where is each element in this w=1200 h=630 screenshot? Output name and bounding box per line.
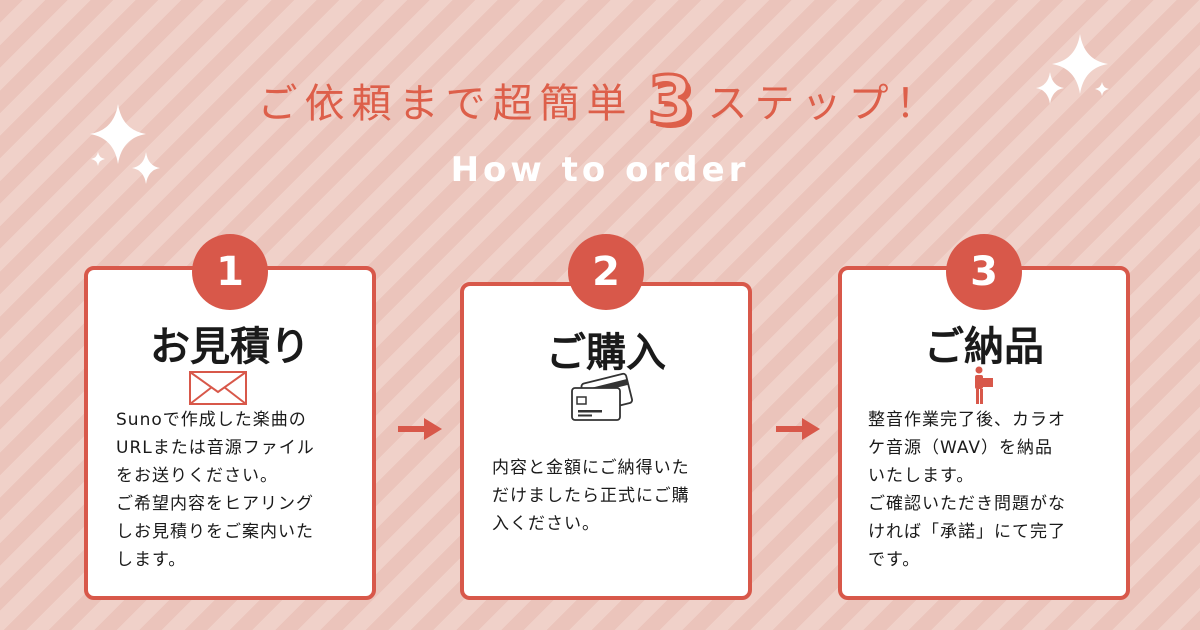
- step-2-line: 入ください。: [492, 514, 600, 534]
- step-title-2: ご購入: [546, 330, 666, 376]
- sparkle-icon-right: [1036, 34, 1109, 104]
- step-title-3: ご納品: [924, 324, 1044, 370]
- step-card-3: ご納品 整音作業完了後、カラオ ケ音源（WAV）を納品 いたします。 ご確認いた…: [838, 266, 1130, 600]
- page-title: ご依頼まで超簡単 3 ステップ！: [0, 61, 1200, 141]
- step-badge-2: 2: [568, 234, 644, 310]
- step-description-1: Sunoで作成した楽曲の URLまたは音源ファイル をお送りください。 ご希望内…: [116, 406, 315, 574]
- step-3-line: ケ音源（WAV）を納品: [868, 438, 1054, 458]
- step-card-2: ご購入 内容と金額にご納得いた だけましたら正式にご購 入ください。: [460, 282, 752, 600]
- step-3-line: ご確認いただき問題がな: [868, 494, 1066, 514]
- step-1-line: します。: [116, 550, 187, 570]
- title-step-number: 3: [646, 61, 695, 141]
- step-1-line: ご希望内容をヒアリング: [116, 494, 314, 514]
- title-after: ステップ！: [707, 81, 943, 127]
- step-3-line: です。: [868, 550, 921, 570]
- step-description-2: 内容と金額にご納得いた だけましたら正式にご購 入ください。: [492, 454, 690, 538]
- page-subtitle: How to order: [450, 150, 750, 190]
- step-badge-3: 3: [946, 234, 1022, 310]
- step-1-line: URLまたは音源ファイル: [116, 438, 315, 458]
- title-before: ご依頼まで超簡単: [257, 81, 634, 127]
- step-1-line: をお送りください。: [116, 466, 278, 486]
- step-2-line: 内容と金額にご納得いた: [492, 458, 690, 478]
- step-2-line: だけましたら正式にご購: [492, 486, 690, 506]
- step-badge-1: 1: [192, 234, 268, 310]
- step-description-3: 整音作業完了後、カラオ ケ音源（WAV）を納品 いたします。 ご確認いただき問題…: [868, 406, 1066, 574]
- step-1-line: Sunoで作成した楽曲の: [116, 410, 307, 430]
- step-3-line: ければ「承諾」にて完了: [868, 522, 1066, 542]
- credit-card-icon: [571, 372, 633, 421]
- arrow-right-icon: [398, 418, 442, 440]
- sparkle-icon-left: [90, 104, 160, 184]
- step-3-line: 整音作業完了後、カラオ: [868, 410, 1066, 430]
- step-title-1: お見積り: [150, 324, 310, 370]
- envelope-icon: [189, 371, 247, 405]
- step-card-1: お見積り Sunoで作成した楽曲の URLまたは音源ファイル をお送りください。…: [84, 266, 376, 600]
- step-3-line: いたします。: [868, 466, 975, 486]
- arrow-right-icon: [776, 418, 820, 440]
- step-1-line: しお見積りをご案内いた: [116, 522, 314, 542]
- delivery-person-icon: [975, 366, 993, 404]
